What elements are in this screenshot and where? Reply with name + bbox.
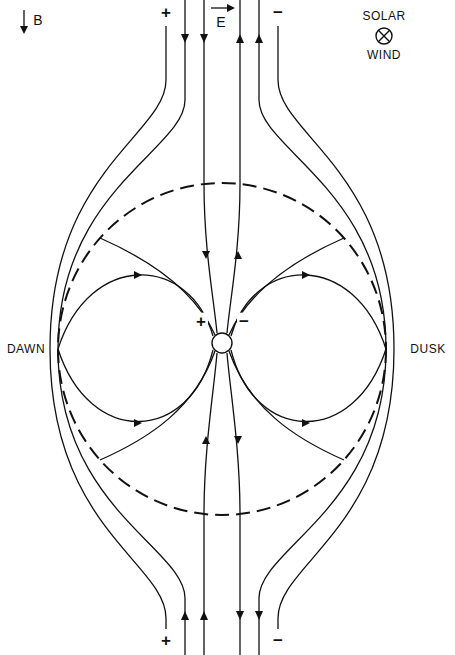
arrowhead (181, 611, 189, 620)
field-line (231, 275, 386, 349)
vector-arrow (23, 10, 24, 28)
charge-sign: + (159, 4, 173, 23)
arrowhead (134, 271, 142, 279)
arrowhead (181, 34, 189, 43)
field-line (100, 351, 215, 460)
field-line (100, 238, 215, 335)
into-page-symbol (376, 28, 392, 44)
region-label: DUSK (408, 343, 447, 356)
charge-sign: + (194, 313, 208, 332)
arrowhead (200, 34, 208, 43)
arrowhead (202, 436, 210, 444)
arrowhead (202, 251, 210, 259)
field-line (58, 0, 185, 655)
field-symbol: E (214, 15, 227, 30)
arrowhead (302, 271, 310, 279)
direction-label: SOLAR (360, 10, 407, 23)
into-page-symbol (378, 30, 389, 41)
earth-circle (212, 333, 232, 353)
charge-sign: − (237, 313, 251, 332)
field-line (203, 514, 204, 655)
field-line (204, 353, 217, 514)
field-symbol: B (31, 13, 44, 28)
arrowhead (236, 611, 244, 620)
field-line (229, 238, 344, 335)
field-line (203, 0, 204, 184)
arrowhead (234, 436, 242, 444)
field-line (239, 0, 240, 184)
field-line (239, 514, 240, 655)
charge-sign: − (271, 632, 285, 651)
arrowhead (236, 34, 244, 43)
arrowhead (200, 611, 208, 620)
arrowhead (134, 419, 142, 427)
field-line (229, 351, 344, 460)
vector-arrow (211, 7, 229, 8)
direction-label: WIND (365, 49, 403, 62)
arrowhead (227, 4, 235, 12)
field-line (231, 349, 386, 422)
arrowhead (234, 251, 242, 259)
field-line (227, 353, 240, 514)
field-line (58, 275, 213, 349)
arrowhead (255, 34, 263, 43)
field-line (58, 349, 213, 422)
charge-sign: − (271, 4, 285, 23)
arrowhead (302, 419, 310, 427)
dashed-boundary (58, 183, 386, 515)
charge-sign: + (159, 632, 173, 651)
arrowhead (20, 26, 28, 34)
arrowhead (255, 611, 263, 620)
field-line (259, 0, 386, 655)
region-label: DAWN (5, 343, 47, 356)
